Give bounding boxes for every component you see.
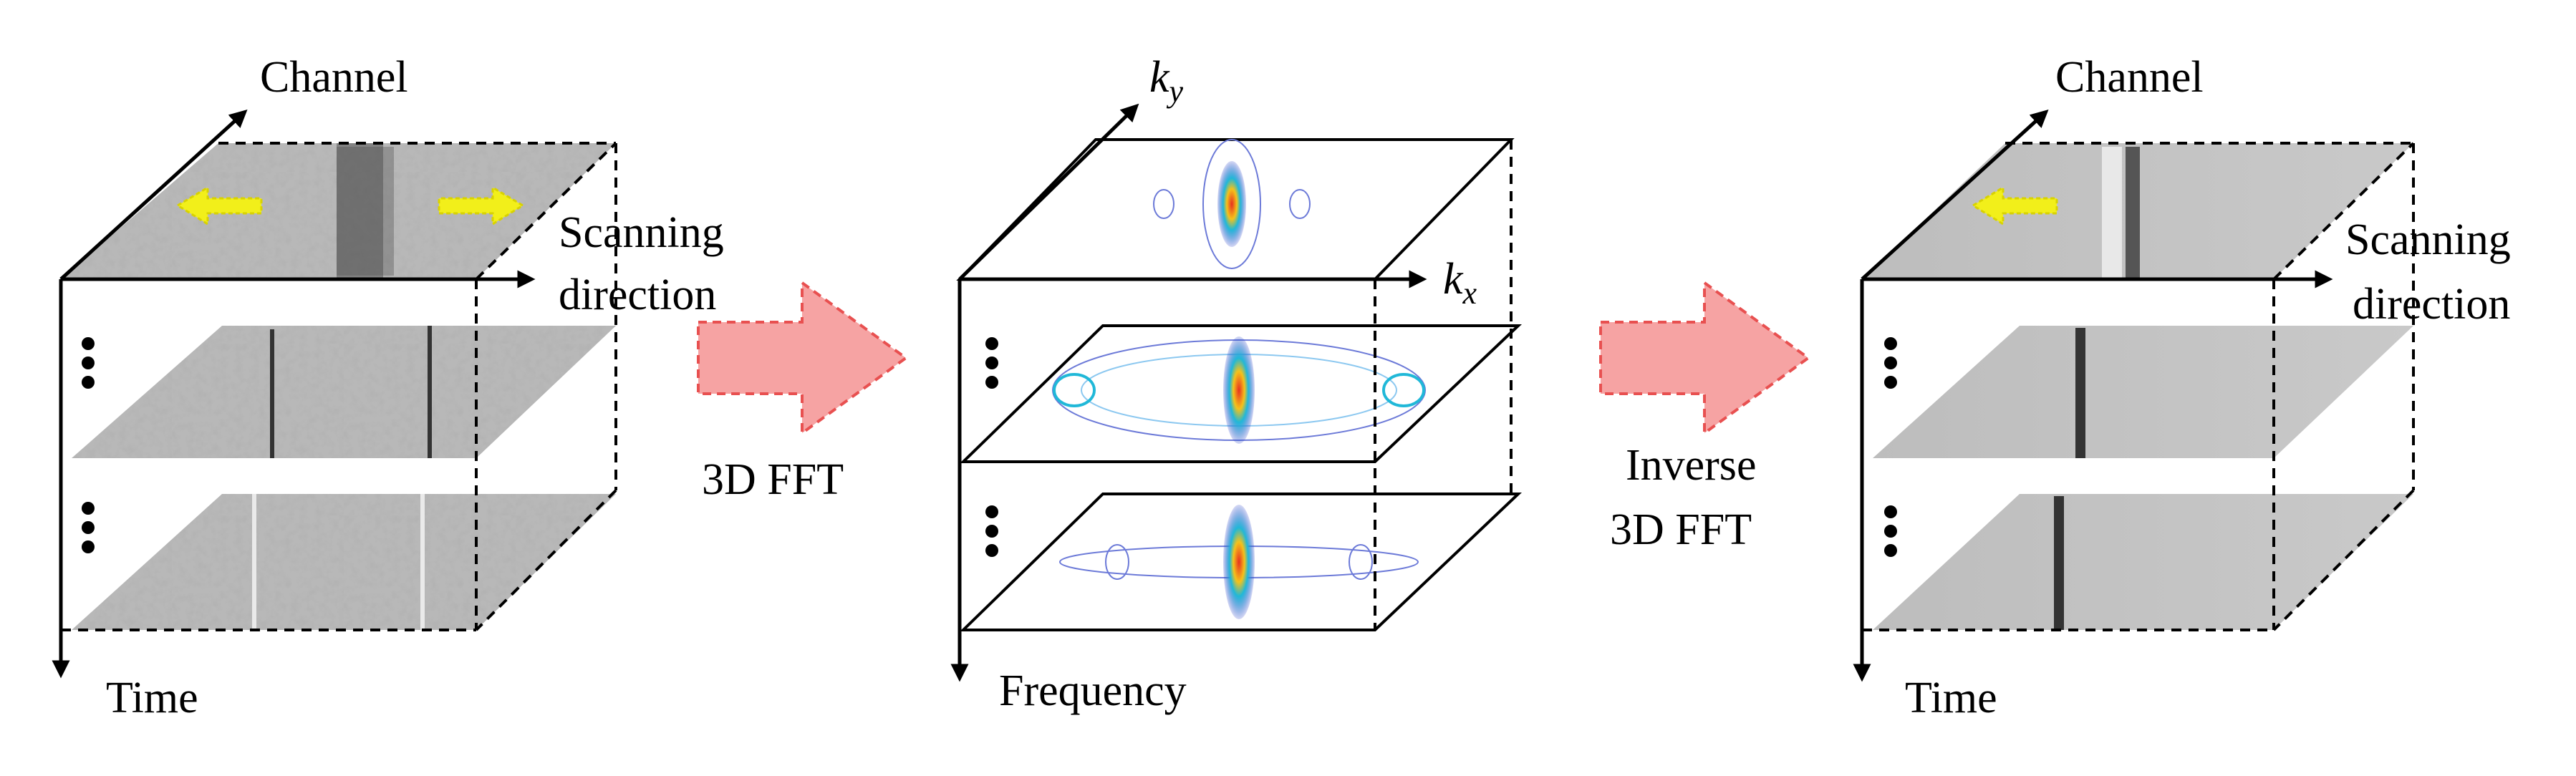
output-ellipsis-lower [1884, 505, 1897, 557]
right-direction-arrow [438, 185, 525, 226]
output-slice-middle [1873, 326, 2413, 458]
output-ellipsis-upper [1884, 337, 1897, 389]
forward-fft-label: 3D FFT [702, 455, 844, 504]
spectrum-ky-label: ky [1149, 53, 1184, 109]
input-channel-axis [59, 109, 248, 281]
output-time-label: Time [1905, 674, 1997, 722]
output-channel-label: Channel [2055, 53, 2204, 102]
input-scan-label-2: direction [559, 271, 716, 319]
inverse-fft-label-2: 3D FFT [1610, 505, 1752, 554]
spectrum-ellipsis-lower [985, 505, 998, 557]
input-channel-label: Channel [260, 53, 408, 102]
output-bot-dark-band [2054, 496, 2064, 630]
input-ellipsis-upper [82, 337, 95, 389]
output-cube: Channel Scanning direction Time [1853, 53, 2511, 722]
output-scan-label-1: Scanning [2345, 215, 2511, 264]
spectrum-frequency-label: Frequency [999, 666, 1187, 715]
input-slice-top-stripes [337, 143, 383, 279]
spectrum-ellipsis-upper [985, 337, 998, 389]
input-time-label: Time [106, 674, 198, 722]
inverse-fft-transition-arrow [1599, 280, 1811, 436]
spectrum-kx-label: kx [1443, 255, 1477, 311]
spectrum-contour-top [1153, 139, 1311, 269]
input-slice-middle [72, 326, 616, 458]
output-direction-arrow [1971, 185, 2058, 226]
input-top-dark-band [337, 147, 394, 276]
left-direction-arrow [175, 185, 263, 226]
spectrum-contour-middle [1052, 336, 1426, 444]
output-mid-dark-band [2075, 328, 2085, 458]
input-cube: Channel Scanning direction Time [52, 53, 724, 722]
input-scan-label-1: Scanning [559, 208, 724, 257]
inverse-fft-label-1: Inverse [1626, 441, 1756, 490]
output-top-light-band [2102, 147, 2122, 279]
spectrum-cube: ky kx Frequency [950, 53, 1523, 715]
spectrum-contour-bottom [1059, 505, 1419, 619]
output-channel-axis [1861, 109, 2049, 281]
input-ellipsis-lower [82, 502, 95, 553]
output-top-dark-band [2126, 147, 2140, 279]
input-slice-bottom [72, 494, 616, 630]
fft-transition-arrow [697, 280, 909, 436]
output-scan-label-2: direction [2353, 280, 2510, 329]
output-slice-bottom [1873, 494, 2413, 630]
spectrum-ky-axis [958, 103, 1139, 281]
